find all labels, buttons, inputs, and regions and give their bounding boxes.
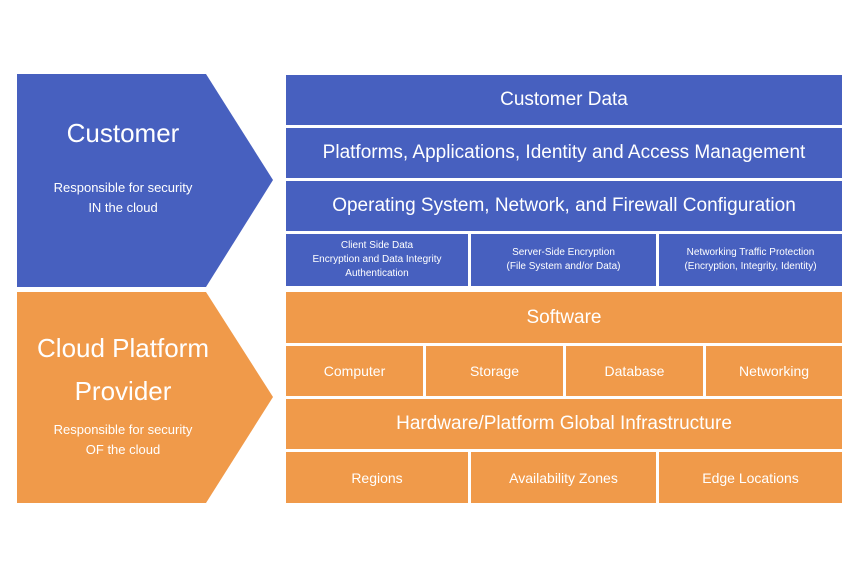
customer-chevron: Customer Responsible for security IN the…: [17, 74, 274, 287]
customer-subtitle-1: Responsible for security: [53, 180, 193, 195]
location-edge-locations: Edge Locations: [659, 452, 842, 503]
service-computer: Computer: [286, 346, 423, 396]
customer-title: Customer: [66, 118, 180, 148]
provider-chevron-shape: [17, 292, 273, 503]
customer-chevron-shape: [17, 74, 273, 287]
service-networking: Networking: [706, 346, 842, 396]
protection-server-side: Server-Side Encryption (File System and/o…: [471, 234, 656, 286]
layer-platforms-iam: Platforms, Applications, Identity and Ac…: [286, 128, 842, 178]
service-database: Database: [566, 346, 703, 396]
layer-customer-data: Customer Data: [286, 75, 842, 125]
protection-line: Client Side Data: [340, 240, 414, 251]
layer-infrastructure: Hardware/Platform Global Infrastructure: [286, 399, 842, 449]
layer-software: Software: [286, 292, 842, 343]
provider-subtitle-1: Responsible for security: [53, 422, 193, 437]
protection-network-traffic: Networking Traffic Protection (Encryption…: [659, 234, 842, 286]
protection-line: Authentication: [345, 268, 409, 279]
protection-line: Encryption and Data Integrity: [312, 254, 442, 265]
service-storage: Storage: [426, 346, 563, 396]
protection-line: (Encryption, Integrity, Identity): [684, 261, 817, 272]
provider-subtitle-2: OF the cloud: [85, 442, 161, 457]
protection-line: Networking Traffic Protection: [686, 247, 815, 258]
customer-subtitle-2: IN the cloud: [88, 200, 158, 215]
provider-chevron: Cloud Platform Provider Responsible for …: [17, 292, 274, 503]
location-regions: Regions: [286, 452, 468, 503]
provider-title-2: Provider: [74, 376, 172, 406]
layer-os-network-firewall: Operating System, Network, and Firewall …: [286, 181, 842, 231]
location-availability-zones: Availability Zones: [471, 452, 656, 503]
protection-line: (File System and/or Data): [506, 261, 621, 272]
provider-title-1: Cloud Platform: [37, 333, 209, 363]
protection-line: Server-Side Encryption: [512, 247, 615, 258]
